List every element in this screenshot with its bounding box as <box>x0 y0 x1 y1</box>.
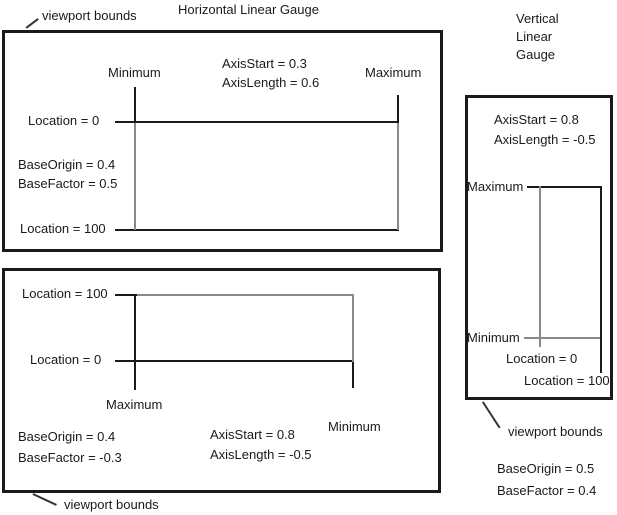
gauge2-location100-label: Location = 100 <box>22 286 108 301</box>
gauge2-location0-label: Location = 0 <box>30 352 102 367</box>
gauge3-maximum-label: Maximum <box>467 179 524 194</box>
gauge3-basefactor-label: BaseFactor = 0.4 <box>497 483 597 498</box>
viewport-bounds-box-bottom <box>2 268 441 493</box>
gauge1-location0-label: Location = 0 <box>28 113 100 128</box>
viewport-bounds-label-bottom: viewport bounds <box>64 497 159 512</box>
gauge2-maximum-line <box>134 294 136 390</box>
gauge1-maximum-tick <box>397 95 399 123</box>
gauge3-minimum-label: Minimum <box>467 330 520 345</box>
vertical-gauge-title-line1: Vertical <box>516 11 559 26</box>
gauge1-minimum-tick <box>134 87 136 123</box>
gauge1-maximum-axis-line <box>397 123 399 230</box>
gauge1-minimum-label: Minimum <box>108 65 161 80</box>
gauge1-location0-line <box>115 121 399 123</box>
gauge1-maximum-label: Maximum <box>365 65 422 80</box>
gauge3-baseorigin-label: BaseOrigin = 0.5 <box>497 461 595 476</box>
gauge1-axislength-label: AxisLength = 0.6 <box>222 75 320 90</box>
gauge2-minimum-tick <box>352 362 354 388</box>
gauge2-location100-line <box>137 294 354 296</box>
gauge3-axislength-label: AxisLength = -0.5 <box>494 132 596 147</box>
viewport-bounds-label-vertical: viewport bounds <box>508 424 603 439</box>
gauge3-axisstart-label: AxisStart = 0.8 <box>494 112 579 127</box>
gauge2-minimum-axis-line <box>352 294 354 362</box>
gauge2-minimum-label: Minimum <box>328 419 381 434</box>
gauge3-location100-line <box>600 186 602 373</box>
gauge2-axislength-label: AxisLength = -0.5 <box>210 447 312 462</box>
viewport-bounds-label-top: viewport bounds <box>42 8 137 23</box>
gauge2-basefactor-label: BaseFactor = -0.3 <box>18 450 122 465</box>
vertical-gauge-title-line2: Linear <box>516 29 553 44</box>
gauge1-location100-line <box>115 229 399 231</box>
viewport-bounds-leader-vertical <box>482 401 501 429</box>
gauge3-maximum-line <box>527 186 602 188</box>
gauge3-location0-label: Location = 0 <box>506 351 578 366</box>
horizontal-gauge-title: Horizontal Linear Gauge <box>178 2 319 17</box>
vertical-gauge-title-line3: Gauge <box>516 47 556 62</box>
gauge1-minimum-axis-line <box>134 123 136 230</box>
gauge2-maximum-label: Maximum <box>106 397 163 412</box>
gauge1-basefactor-label: BaseFactor = 0.5 <box>18 176 118 191</box>
gauge2-location0-line <box>115 360 354 362</box>
viewport-bounds-leader-bottom <box>32 493 57 506</box>
gauge2-location100-leader <box>115 294 137 296</box>
gauge1-axisstart-label: AxisStart = 0.3 <box>222 56 307 71</box>
gauge3-minimum-line <box>524 337 602 339</box>
gauge2-axisstart-label: AxisStart = 0.8 <box>210 427 295 442</box>
viewport-bounds-box-vertical <box>465 95 613 400</box>
gauge3-location100-label: Location = 100 <box>524 373 610 388</box>
gauge1-location100-label: Location = 100 <box>20 221 106 236</box>
gauge1-baseorigin-label: BaseOrigin = 0.4 <box>18 157 116 172</box>
gauge2-baseorigin-label: BaseOrigin = 0.4 <box>18 429 116 444</box>
viewport-bounds-leader-top <box>25 18 39 29</box>
gauge3-location0-line <box>539 186 541 347</box>
viewport-bounds-box-top <box>2 30 443 252</box>
